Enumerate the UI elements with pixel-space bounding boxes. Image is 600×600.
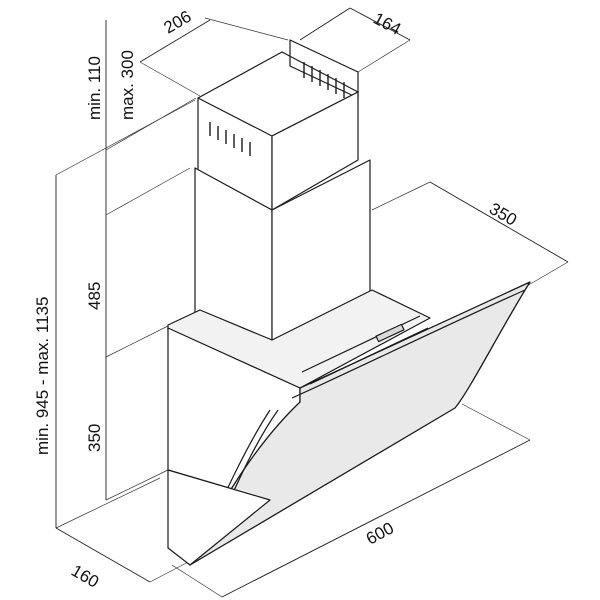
vent-slots-back bbox=[303, 62, 345, 98]
dimension-lines bbox=[55, 7, 569, 598]
hood-body bbox=[167, 281, 531, 566]
chimney-back-plate bbox=[289, 39, 359, 99]
chimney bbox=[194, 39, 371, 359]
label-depth: 350 bbox=[486, 199, 520, 230]
vent-slots-left bbox=[209, 122, 251, 156]
label-total-height: min. 945 - max. 1135 bbox=[33, 297, 52, 455]
label-base-depth: 160 bbox=[68, 561, 102, 592]
chimney-front-face bbox=[271, 91, 359, 211]
label-chimney-height: 485 bbox=[85, 282, 104, 310]
label-chimney-gap-max: max. 300 bbox=[118, 50, 137, 120]
label-chimney-width: 206 bbox=[161, 7, 195, 38]
label-body-height: 350 bbox=[85, 424, 104, 452]
hood-front-lower bbox=[167, 469, 271, 566]
control-button bbox=[375, 323, 405, 343]
label-chimney-gap-min: min. 110 bbox=[85, 56, 104, 120]
